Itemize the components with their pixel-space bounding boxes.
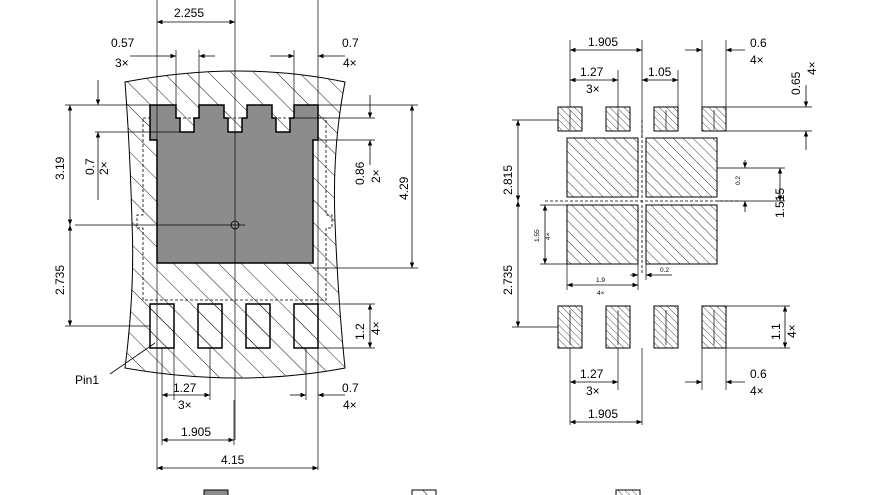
dim-pitch: 1.27: [173, 381, 197, 395]
dim-lead-count: 4×: [369, 321, 383, 335]
dim-block-h-count: 4×: [545, 232, 552, 240]
dim-side-notch: 0.86: [353, 161, 367, 185]
lead-2: [197, 303, 223, 349]
dim-pad-w-top-count: 4×: [750, 53, 764, 67]
dim-total-width: 4.15: [221, 453, 245, 467]
dim-pitch-count: 3×: [178, 398, 192, 412]
dim-top-width: 2.255: [174, 6, 204, 20]
center-block-br: [645, 204, 718, 265]
dim-pad-w-top: 0.6: [750, 36, 767, 50]
dim-pad-w-bottom: 0.6: [750, 367, 767, 381]
dim-pad-h-top-count: 4×: [805, 61, 819, 75]
dim-lead-length: 1.2: [353, 323, 367, 340]
dim-total-height: 4.29: [397, 176, 411, 200]
dim-pitch-bottom-count: 3×: [586, 384, 600, 398]
dim-notch-count: 2×: [97, 161, 111, 175]
left-package-view: 2.255 0.57 3× 0.7 4× 3.19 0.7 2× 0.86 2×…: [53, 0, 418, 471]
dim-pad-width: 0.57: [111, 36, 135, 50]
legend: [203, 489, 641, 495]
dim-tab-count: 4×: [343, 56, 357, 70]
dim-pad-h-top: 0.65: [789, 71, 803, 95]
dim-pitch-top-count: 3×: [586, 82, 600, 96]
lead-4: [293, 303, 319, 349]
dim-side-notch-count: 2×: [369, 169, 383, 183]
dim-block-h: 1.55: [534, 229, 541, 242]
dim-block-w-count: 4×: [597, 290, 605, 297]
dim-height-upper: 3.19: [53, 156, 67, 180]
dashed-body-outline: [136, 117, 333, 301]
dim-pitch-bottom: 1.27: [580, 367, 604, 381]
dim-gap-bottom: 0.2: [660, 267, 669, 274]
dim-span-bottom: 1.905: [588, 407, 618, 421]
dim-pitch-top: 1.27: [580, 65, 604, 79]
dim-lead-width: 0.7: [342, 381, 359, 395]
center-block-bl: [566, 204, 639, 265]
dim-height-lower: 2.735: [53, 265, 67, 295]
dim-height-lower: 2.735: [501, 265, 515, 295]
dim-pad-width-count: 3×: [115, 56, 129, 70]
dim-tab-width: 0.7: [342, 36, 359, 50]
dim-height-upper: 2.815: [501, 165, 515, 195]
center-block-tl: [566, 137, 639, 198]
legend-fine-hatch-swatch: [615, 489, 641, 495]
pin1-label: Pin1: [75, 373, 99, 387]
dim-span: 1.905: [181, 425, 211, 439]
lead-3: [245, 303, 271, 349]
dim-block-w: 1.9: [596, 277, 605, 284]
dim-notch-depth: 0.7: [83, 158, 97, 175]
dim-gap: 1.05: [648, 65, 672, 79]
dim-half-height: 1.515: [773, 188, 787, 218]
dim-lead-width-count: 4×: [343, 398, 357, 412]
dim-pad-len-count: 4×: [785, 324, 799, 338]
dim-small-gap: 0.2: [735, 176, 742, 185]
legend-solid-swatch: [203, 489, 229, 495]
dim-pad-w-bottom-count: 4×: [750, 384, 764, 398]
legend-wide-hatch-swatch: [411, 489, 437, 495]
lead-1: [149, 303, 175, 349]
center-block-tr: [645, 137, 718, 198]
dim-span-top: 1.905: [588, 35, 618, 49]
dim-pad-len: 1.1: [769, 323, 783, 340]
right-footprint-view: 1.905 0.6 4× 0.65 4× 1.27 3× 1.05 2.815 …: [501, 35, 819, 425]
